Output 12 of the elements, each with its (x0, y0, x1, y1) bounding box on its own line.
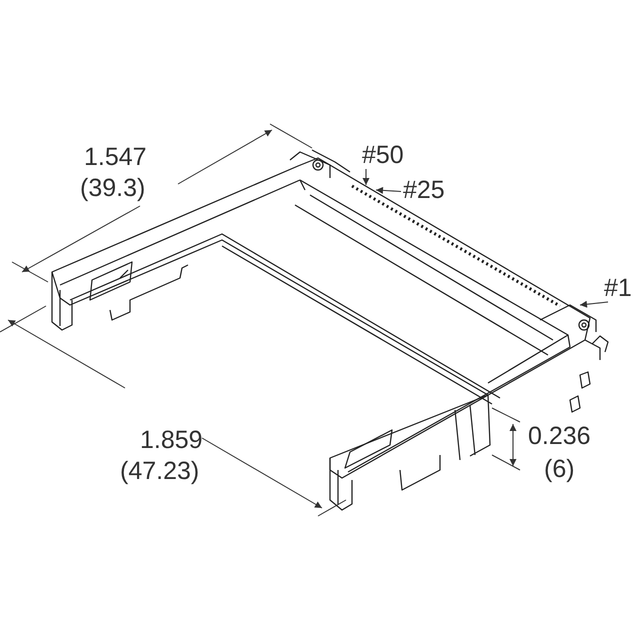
dimension-value: (39.3) (80, 176, 146, 201)
leader-line (580, 300, 608, 308)
pin-number-label: #50 (362, 143, 404, 168)
dimension-value: (47.23) (120, 459, 200, 484)
dimension-value: (6) (544, 457, 575, 482)
dimension-value: 1.859 (140, 428, 203, 453)
pin-number-label: #25 (403, 178, 445, 203)
leader-line (376, 186, 402, 194)
dimension-value: 1.547 (84, 145, 147, 170)
leader-line (362, 168, 370, 186)
pin-number-label: #1 (604, 276, 632, 301)
dimension-value: 0.236 (528, 424, 591, 449)
